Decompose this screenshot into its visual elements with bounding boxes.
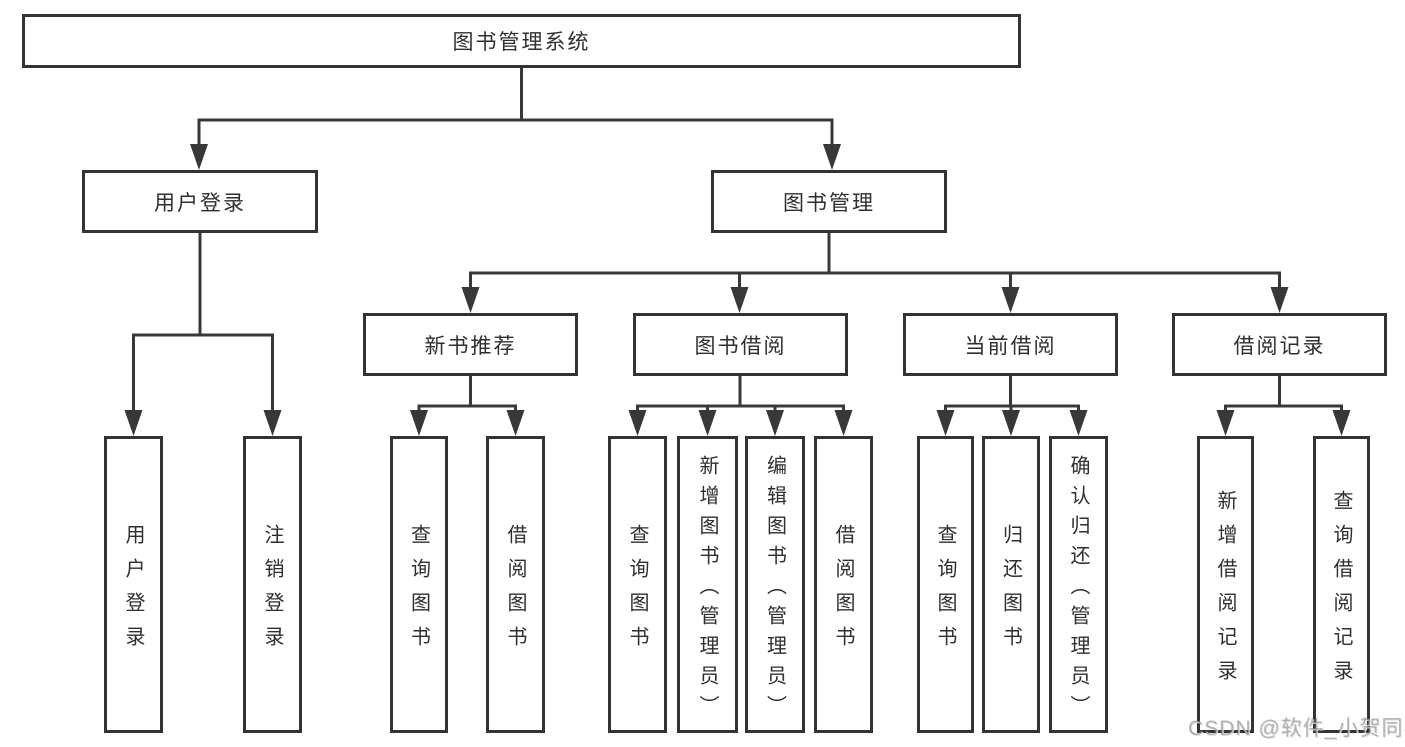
node-bb-add: 新增图书（管理员） <box>677 436 738 733</box>
arrowhead-icon <box>1069 410 1088 436</box>
node-cb-return: 归还图书 <box>982 436 1040 733</box>
node-nb-borrow: 借阅图书 <box>486 436 545 733</box>
arrowhead-icon <box>1001 287 1020 313</box>
arrowhead-icon <box>190 144 208 170</box>
arrowhead-icon <box>730 287 749 313</box>
node-br-query: 查询借阅记录 <box>1313 436 1370 733</box>
node-book-borrow: 图书借阅 <box>633 313 848 376</box>
node-bb-edit: 编辑图书（管理员） <box>745 436 805 733</box>
node-book-mgmt: 图书管理 <box>711 170 947 233</box>
node-bb-borrow: 借阅图书 <box>814 436 873 733</box>
arrowhead-icon <box>410 410 428 436</box>
arrowhead-icon <box>823 144 841 170</box>
node-ul-login: 用户登录 <box>104 436 163 733</box>
node-borrow-records: 借阅记录 <box>1172 313 1387 376</box>
arrowhead-icon <box>1002 410 1020 436</box>
node-current-borrow: 当前借阅 <box>903 313 1118 376</box>
node-nb-query: 查询图书 <box>390 436 448 733</box>
arrowhead-icon <box>936 410 955 436</box>
arrowhead-icon <box>506 410 525 436</box>
arrowhead-icon <box>263 410 282 436</box>
node-new-book-rec: 新书推荐 <box>363 313 578 376</box>
node-root: 图书管理系统 <box>22 14 1021 68</box>
arrowhead-icon <box>1270 287 1289 313</box>
arrowhead-icon <box>461 287 480 313</box>
node-bb-query: 查询图书 <box>608 436 667 733</box>
node-ul-logout: 注销登录 <box>243 436 302 733</box>
arrowhead-icon <box>698 410 717 436</box>
arrowhead-icon <box>628 410 647 436</box>
arrowhead-icon <box>1216 410 1235 436</box>
node-cb-query: 查询图书 <box>917 436 974 733</box>
node-cb-confirm: 确认归还（管理员） <box>1049 436 1108 733</box>
arrowhead-icon <box>124 410 143 436</box>
node-user-login: 用户登录 <box>82 170 318 233</box>
arrowhead-icon <box>1332 410 1351 436</box>
arrowhead-icon <box>834 410 853 436</box>
watermark-text: CSDN @软件_小贺同学 <box>1188 717 1405 740</box>
node-br-add: 新增借阅记录 <box>1197 436 1254 733</box>
arrowhead-icon <box>766 410 784 436</box>
